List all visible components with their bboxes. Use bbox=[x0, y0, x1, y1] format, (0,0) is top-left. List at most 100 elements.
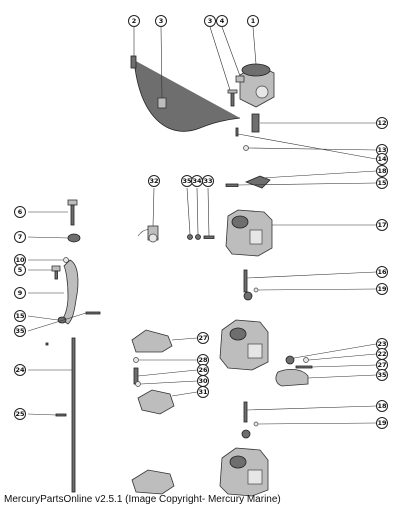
washer-30-part[interactable] bbox=[135, 381, 141, 387]
callout-number: 27 bbox=[198, 334, 207, 342]
carburetor-middle[interactable] bbox=[219, 319, 269, 371]
callout-12[interactable]: 12 bbox=[376, 117, 388, 129]
ball-part[interactable] bbox=[243, 291, 253, 301]
callout-26[interactable]: 26 bbox=[197, 364, 209, 376]
callout-32[interactable]: 32 bbox=[148, 175, 160, 187]
small-screw-part[interactable] bbox=[225, 183, 239, 187]
callout-number: 6 bbox=[18, 208, 23, 216]
washer-10-part[interactable] bbox=[63, 257, 69, 263]
callout-19[interactable]: 19 bbox=[376, 417, 388, 429]
washer-28-part[interactable] bbox=[133, 357, 139, 363]
callout-6[interactable]: 6 bbox=[14, 206, 26, 218]
callout-number: 34 bbox=[192, 177, 202, 185]
washer-35-part[interactable] bbox=[187, 234, 193, 240]
bracket-part[interactable] bbox=[61, 259, 79, 325]
carburetor-upper[interactable] bbox=[225, 209, 273, 257]
check-19-part[interactable] bbox=[253, 287, 259, 293]
washer-34-part[interactable] bbox=[195, 234, 201, 240]
callout-number: 22 bbox=[377, 350, 386, 358]
callout-9[interactable]: 9 bbox=[14, 287, 26, 299]
lever-lower-part[interactable] bbox=[131, 469, 175, 495]
callout-27[interactable]: 27 bbox=[197, 332, 209, 344]
callout-number: 32 bbox=[149, 177, 158, 185]
callout-1[interactable]: 1 bbox=[247, 15, 259, 27]
plunger-part[interactable] bbox=[251, 113, 260, 133]
pin-35-part[interactable] bbox=[85, 311, 101, 315]
callout-28[interactable]: 28 bbox=[197, 354, 209, 366]
callout-35[interactable]: 35 bbox=[14, 325, 26, 337]
callout-30[interactable]: 30 bbox=[197, 375, 209, 387]
callout-14[interactable]: 14 bbox=[376, 153, 388, 165]
spring-16-part[interactable] bbox=[243, 269, 248, 293]
callout-number: 17 bbox=[377, 221, 386, 229]
pin-27-part[interactable] bbox=[295, 365, 313, 369]
callout-number: 31 bbox=[198, 388, 208, 396]
callout-15[interactable]: 15 bbox=[14, 310, 26, 322]
pin-33-part[interactable] bbox=[203, 235, 215, 239]
callout-31[interactable]: 31 bbox=[197, 386, 209, 398]
callout-33[interactable]: 33 bbox=[202, 175, 214, 187]
spring-18-part[interactable] bbox=[243, 401, 248, 423]
pin-part[interactable] bbox=[235, 127, 239, 137]
grommet-15-part[interactable] bbox=[57, 316, 67, 324]
image-caption: MercuryPartsOnline v2.5.1 (Image Copyrig… bbox=[4, 494, 281, 505]
ball-lower-part[interactable] bbox=[241, 429, 251, 439]
pin-mark-part bbox=[45, 342, 49, 346]
callout-number: 5 bbox=[18, 266, 23, 274]
callout-number: 27 bbox=[377, 361, 386, 369]
callout-number: 16 bbox=[377, 268, 387, 276]
throttle-lever-part[interactable] bbox=[131, 329, 173, 353]
lever-31-part[interactable] bbox=[137, 389, 175, 415]
callout-2[interactable]: 2 bbox=[128, 15, 140, 27]
callout-35[interactable]: 35 bbox=[376, 369, 388, 381]
float-part[interactable] bbox=[275, 368, 309, 387]
carburetor-lower[interactable] bbox=[219, 447, 269, 497]
pin-25-part[interactable] bbox=[55, 413, 67, 417]
callout-number: 13 bbox=[377, 146, 386, 154]
callout-23[interactable]: 23 bbox=[376, 338, 388, 350]
float-pin-23-part[interactable] bbox=[285, 355, 295, 365]
callout-25[interactable]: 25 bbox=[14, 408, 26, 420]
callout-3[interactable]: 3 bbox=[155, 15, 167, 27]
callout-3[interactable]: 3 bbox=[204, 15, 216, 27]
callout-number: 3 bbox=[159, 17, 164, 25]
bolt-part[interactable] bbox=[67, 199, 78, 226]
callout-number: 12 bbox=[377, 119, 386, 127]
callout-16[interactable]: 16 bbox=[376, 266, 388, 278]
callout-5[interactable]: 5 bbox=[14, 264, 26, 276]
callout-number: 28 bbox=[198, 356, 208, 364]
callout-number: 19 bbox=[377, 285, 387, 293]
choke-spring-part[interactable] bbox=[137, 225, 159, 243]
screw-5-part[interactable] bbox=[51, 265, 61, 280]
cable-part[interactable] bbox=[133, 59, 241, 132]
callout-19[interactable]: 19 bbox=[376, 283, 388, 295]
nut-part[interactable] bbox=[67, 233, 81, 243]
callout-22[interactable]: 22 bbox=[376, 348, 388, 360]
screw-part[interactable] bbox=[227, 89, 238, 107]
callout-34[interactable]: 34 bbox=[191, 175, 203, 187]
washer-22-part[interactable] bbox=[303, 357, 309, 363]
callout-24[interactable]: 24 bbox=[14, 364, 26, 376]
callout-18[interactable]: 18 bbox=[376, 165, 388, 177]
callout-15[interactable]: 15 bbox=[376, 177, 388, 189]
check-lower-part[interactable] bbox=[253, 421, 259, 427]
rod-part[interactable] bbox=[71, 337, 76, 493]
callout-27[interactable]: 27 bbox=[376, 359, 388, 371]
grommet-part[interactable] bbox=[157, 97, 167, 109]
callout-13[interactable]: 13 bbox=[376, 144, 388, 156]
callout-number: 2 bbox=[132, 17, 137, 25]
callout-number: 35 bbox=[15, 327, 25, 335]
callout-17[interactable]: 17 bbox=[376, 219, 388, 231]
callout-7[interactable]: 7 bbox=[14, 231, 26, 243]
callout-18[interactable]: 18 bbox=[376, 400, 388, 412]
callout-number: 35 bbox=[377, 371, 387, 379]
callout-35[interactable]: 35 bbox=[181, 175, 193, 187]
callout-10[interactable]: 10 bbox=[14, 254, 26, 266]
link-part[interactable] bbox=[244, 175, 271, 189]
solenoid-assembly[interactable] bbox=[235, 63, 275, 108]
cable-end-part[interactable] bbox=[130, 55, 137, 69]
washer-part[interactable] bbox=[243, 145, 249, 151]
callout-number: 26 bbox=[198, 366, 208, 374]
callout-4[interactable]: 4 bbox=[216, 15, 228, 27]
